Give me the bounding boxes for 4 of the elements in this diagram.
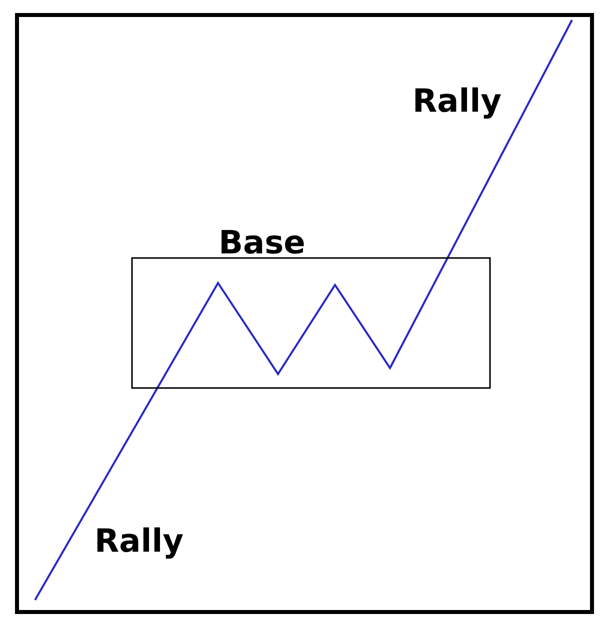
node-label: Base — [222, 230, 304, 254]
line-label: Rally — [415, 87, 501, 119]
base-box: Base — [131, 230, 491, 389]
line-label: Rally — [97, 527, 183, 559]
